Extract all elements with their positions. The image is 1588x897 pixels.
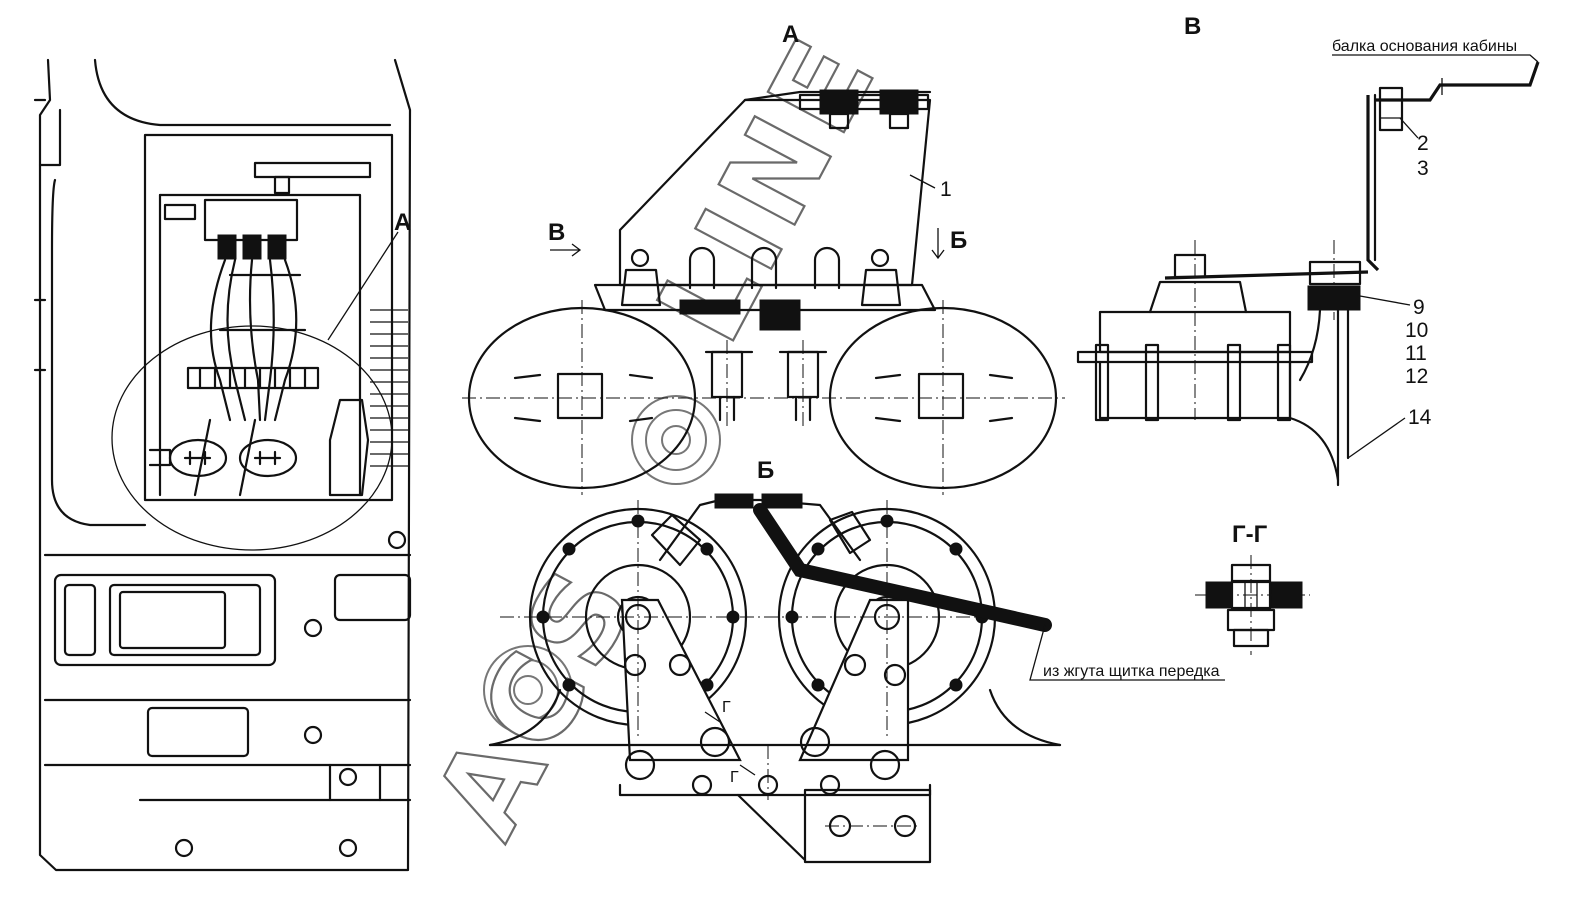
view-b-assembly	[488, 493, 1225, 864]
section-gg-title: Г-Г	[1232, 521, 1268, 548]
callout-3: 3	[1417, 157, 1429, 180]
view-v-title: В	[1184, 13, 1201, 40]
callout-14: 14	[1408, 406, 1432, 429]
callout-11: 11	[1405, 342, 1427, 365]
view-arrow-v-label: В	[548, 219, 565, 246]
leader-label-a: А	[394, 209, 411, 236]
view-b-title: Б	[757, 457, 774, 484]
callout-2: 2	[1417, 132, 1429, 155]
callout-9: 9	[1413, 296, 1425, 319]
cab-overview	[33, 58, 412, 872]
svg-text:ACS: ACS	[408, 543, 663, 858]
note-cab-beam: балка основания кабины	[1332, 38, 1517, 55]
callout-10: 10	[1405, 319, 1428, 342]
view-a-assembly	[462, 89, 1065, 495]
cut-mark-g1: Г	[722, 699, 731, 716]
callout-1: 1	[940, 178, 952, 201]
view-a-title: А	[782, 21, 799, 48]
callout-12: 12	[1405, 365, 1428, 388]
note-harness: из жгута щитка передка	[1043, 663, 1220, 680]
view-arrow-b-label: Б	[950, 227, 967, 254]
cut-mark-g2: Г	[730, 769, 739, 786]
view-v-assembly	[1076, 54, 1540, 487]
section-gg-assembly	[1195, 555, 1310, 655]
